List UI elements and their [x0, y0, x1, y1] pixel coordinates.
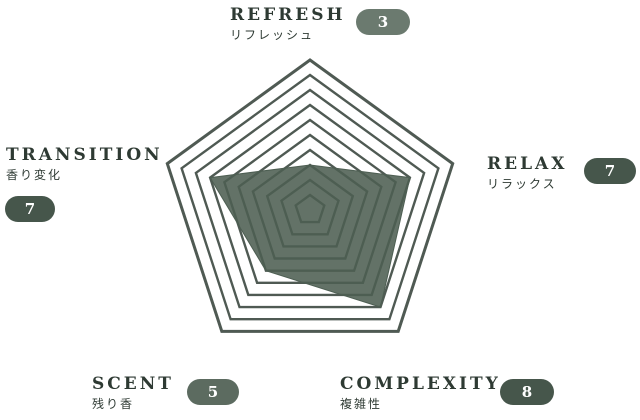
value-badge-scent: 5 [187, 379, 239, 405]
grid-ring-10 [165, 58, 455, 333]
axis-label-scent: SCENT 残り香 [92, 374, 174, 412]
radar-data [209, 164, 411, 308]
grid-ring-8 [194, 88, 426, 309]
value-badge-relax: 7 [584, 158, 636, 184]
value-badge-transition: 7 [5, 196, 55, 222]
axis-subtitle-complexity: 複雑性 [340, 397, 383, 411]
axis-name-transition: TRANSITION [6, 145, 163, 165]
axis-subtitle-refresh: リフレッシュ [230, 28, 315, 42]
value-badge-refresh: 3 [356, 9, 410, 35]
grid-ring-9 [180, 73, 440, 321]
axis-label-refresh: REFRESH リフレッシュ [230, 5, 346, 43]
axis-name-scent: SCENT [92, 374, 174, 394]
value-badge-complexity: 8 [500, 379, 554, 405]
axis-label-complexity: COMPLEXITY 複雑性 [340, 374, 501, 412]
axis-name-relax: RELAX [487, 154, 568, 174]
axis-subtitle-scent: 残り香 [92, 397, 135, 411]
axis-subtitle-relax: リラックス [487, 177, 557, 191]
axis-name-refresh: REFRESH [230, 5, 346, 25]
grid-ring-7 [208, 103, 412, 297]
axis-label-transition: TRANSITION 香り変化 [6, 145, 163, 183]
axis-label-relax: RELAX リラックス [487, 154, 567, 192]
axis-name-complexity: COMPLEXITY [340, 374, 501, 394]
series-area [209, 164, 411, 308]
axis-subtitle-transition: 香り変化 [6, 168, 63, 182]
